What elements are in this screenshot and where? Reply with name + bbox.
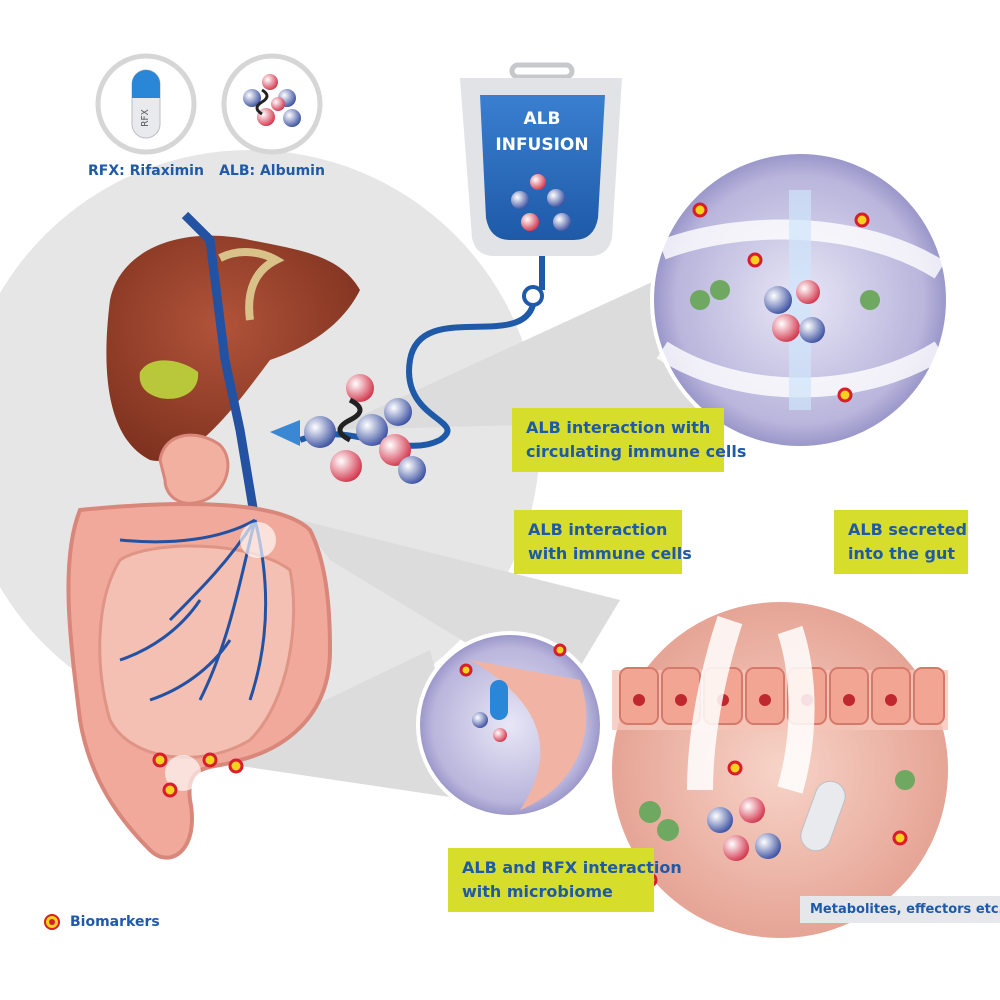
rfx-legend-label: RFX: Rifaximin	[88, 163, 204, 179]
biomarker-legend: Biomarkers	[44, 914, 160, 930]
zoom-marker-lower	[165, 755, 201, 791]
liver	[106, 235, 360, 461]
callout-immune-line2: with immune cells	[528, 544, 692, 563]
gut-epithelium-inset	[608, 598, 952, 942]
gallbladder	[139, 360, 199, 399]
small-intestine	[98, 544, 296, 759]
capsule-text: RFX	[140, 109, 151, 127]
callout-microbiome-line1: ALB and RFX interaction	[462, 858, 682, 877]
callout-secreted-line1: ALB secreted	[848, 520, 967, 539]
infusion-bag-line2: INFUSION	[495, 135, 588, 155]
callout-circulating-immune: ALB interaction with circulating immune …	[512, 408, 747, 472]
callout-immune-cells: ALB interaction with immune cells	[514, 510, 692, 574]
infusion-bag-line1: ALB	[524, 109, 561, 129]
duodenum	[158, 433, 230, 505]
projection-wedge-upper	[330, 260, 720, 430]
alb-legend-label: ALB: Albumin	[219, 163, 325, 179]
callout-secreted-line2: into the gut	[848, 544, 956, 563]
albumin-molecule-large	[304, 374, 426, 484]
intestine-immune-inset	[416, 631, 604, 819]
callout-microbiome-line2: with microbiome	[462, 882, 613, 901]
zoom-marker-upper	[240, 522, 276, 558]
metabolites-label: Metabolites, effectors etc.	[800, 896, 1000, 923]
portal-vein	[181, 211, 260, 521]
infusion-arrow-head	[270, 420, 300, 446]
callout-immune-line1: ALB interaction	[528, 520, 668, 539]
biomarker-legend-label: Biomarkers	[70, 914, 160, 930]
projection-wedge-bottom	[200, 650, 470, 800]
callout-alb-secreted: ALB secreted into the gut	[834, 510, 968, 574]
liver-ligament	[218, 248, 285, 321]
biomarker-dots-organ	[152, 752, 244, 798]
callout-microbiome: ALB and RFX interaction with microbiome	[448, 848, 682, 912]
mesenteric-vessels	[119, 518, 268, 702]
callout-circulating-line2: circulating immune cells	[526, 442, 747, 461]
rfx-legend: RFX	[95, 53, 197, 155]
callout-circulating-line1: ALB interaction with	[526, 418, 711, 437]
infusion-bag: ALB INFUSION	[460, 62, 622, 307]
albumin-molecule-icon	[243, 74, 301, 127]
capsule-icon: RFX	[131, 69, 161, 139]
bag-albumin-icon	[511, 174, 571, 231]
alb-legend	[221, 53, 323, 155]
biomarker-dot-icon	[44, 914, 60, 930]
circulation-inset	[650, 150, 950, 450]
